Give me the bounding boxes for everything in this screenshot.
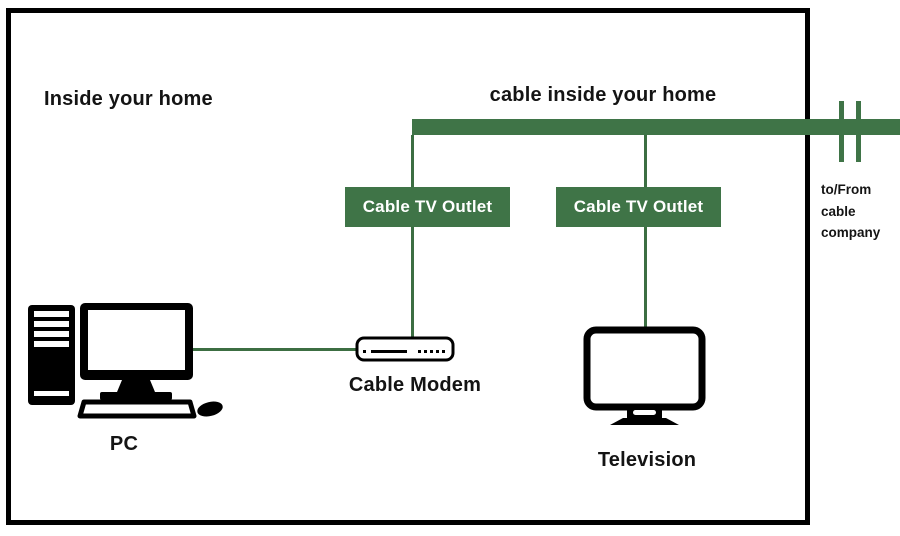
cable-break-mark-icon — [839, 101, 844, 162]
pc-icon — [28, 303, 223, 419]
cable-tv-outlet-right-label: Cable TV Outlet — [573, 197, 704, 216]
cable-inside-home-title: cable inside your home — [489, 84, 717, 106]
television-label: Television — [597, 449, 697, 471]
television-icon — [583, 326, 706, 425]
cable-modem-label: Cable Modem — [348, 374, 482, 396]
inside-home-title: Inside your home — [44, 88, 213, 110]
cable-tv-outlet-right: Cable TV Outlet — [556, 187, 721, 227]
pc-label: PC — [109, 433, 139, 455]
coax-cable-bar — [412, 119, 900, 135]
modem-to-pc-line — [190, 348, 358, 351]
note-line-3: company — [821, 225, 881, 241]
note-line-1: to/From — [821, 182, 872, 197]
cable-modem-icon — [355, 336, 455, 362]
home-boundary-box — [6, 8, 810, 525]
cable-break-mark-icon — [856, 101, 861, 162]
cable-drop-line-left — [411, 135, 414, 338]
cable-tv-outlet-left-label: Cable TV Outlet — [362, 197, 493, 216]
cable-drop-line-right — [644, 135, 647, 331]
cable-tv-outlet-left: Cable TV Outlet — [345, 187, 510, 227]
to-from-cable-company-note: to/From cable company — [821, 179, 899, 244]
note-line-2: cable — [821, 203, 856, 219]
